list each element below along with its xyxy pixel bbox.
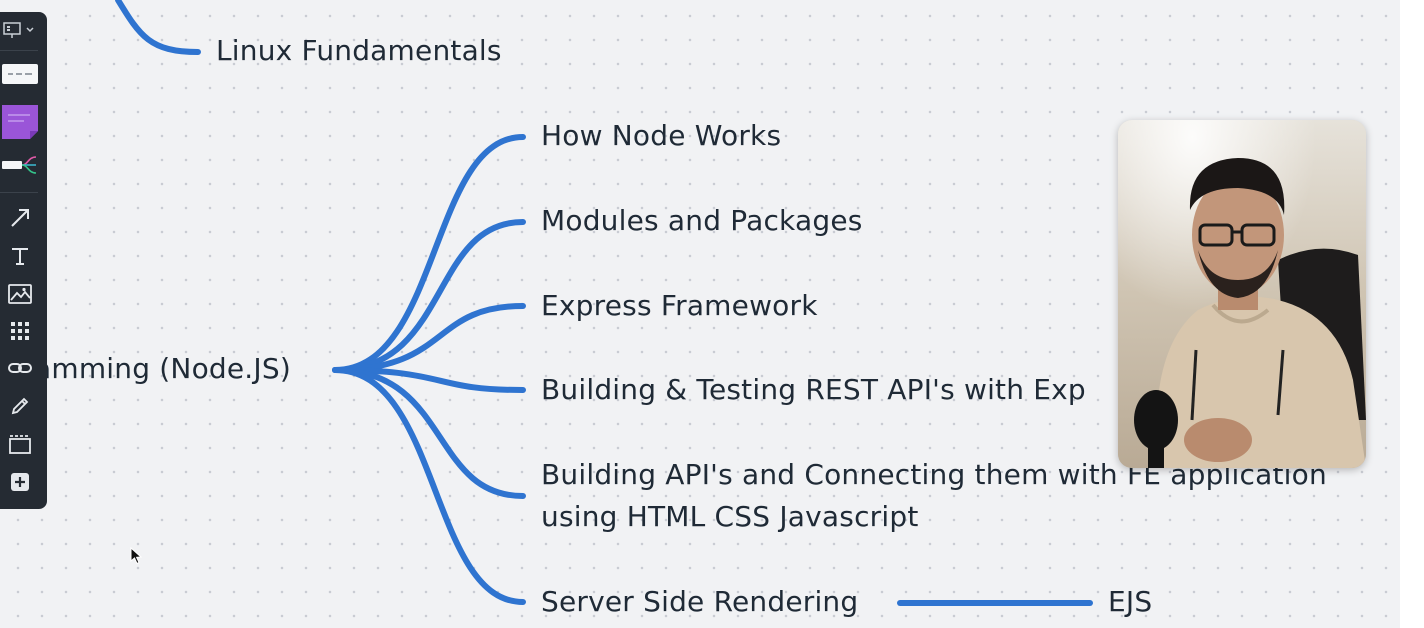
presentation-icon[interactable] bbox=[0, 18, 40, 42]
presenter-video bbox=[1118, 120, 1366, 468]
node-how-node-works[interactable]: How Node Works bbox=[541, 119, 782, 152]
frame-icon[interactable] bbox=[0, 432, 40, 456]
webcam-overlay bbox=[1118, 120, 1366, 468]
sticky-note-icon[interactable] bbox=[0, 102, 40, 142]
left-toolbar bbox=[0, 12, 47, 509]
connector-how-node bbox=[332, 134, 526, 373]
node-linux-fundamentals[interactable]: Linux Fundamentals bbox=[216, 34, 502, 67]
pen-icon[interactable] bbox=[0, 394, 40, 418]
link-icon[interactable] bbox=[0, 356, 40, 380]
toolbar-divider bbox=[0, 50, 38, 51]
image-icon[interactable] bbox=[0, 282, 40, 306]
node-ejs[interactable]: EJS bbox=[1108, 585, 1153, 618]
connector-linux bbox=[115, 0, 201, 55]
mouse-cursor-icon bbox=[130, 547, 143, 565]
toolbar-divider bbox=[0, 192, 38, 193]
node-express-framework[interactable]: Express Framework bbox=[541, 289, 818, 322]
card-icon[interactable] bbox=[0, 62, 40, 86]
mindmap-icon[interactable] bbox=[0, 152, 40, 178]
add-icon[interactable] bbox=[0, 470, 40, 494]
node-server-side-rendering[interactable]: Server Side Rendering bbox=[541, 585, 859, 618]
connector-modules bbox=[332, 219, 526, 373]
arrow-icon[interactable] bbox=[0, 206, 40, 230]
node-modules-packages[interactable]: Modules and Packages bbox=[541, 204, 863, 237]
text-icon[interactable] bbox=[0, 244, 40, 268]
connector-express bbox=[332, 303, 526, 373]
connector-ssr bbox=[332, 367, 526, 605]
right-edge-strip bbox=[1400, 0, 1424, 628]
connector-fe bbox=[332, 367, 526, 499]
node-fe-application-line2[interactable]: using HTML CSS Javascript bbox=[541, 500, 919, 533]
connector-rest bbox=[332, 367, 526, 393]
node-root-programming[interactable]: amming (Node.JS) bbox=[34, 352, 291, 385]
grid-icon[interactable] bbox=[0, 319, 40, 343]
node-rest-apis[interactable]: Building & Testing REST API's with Exp bbox=[541, 373, 1086, 406]
